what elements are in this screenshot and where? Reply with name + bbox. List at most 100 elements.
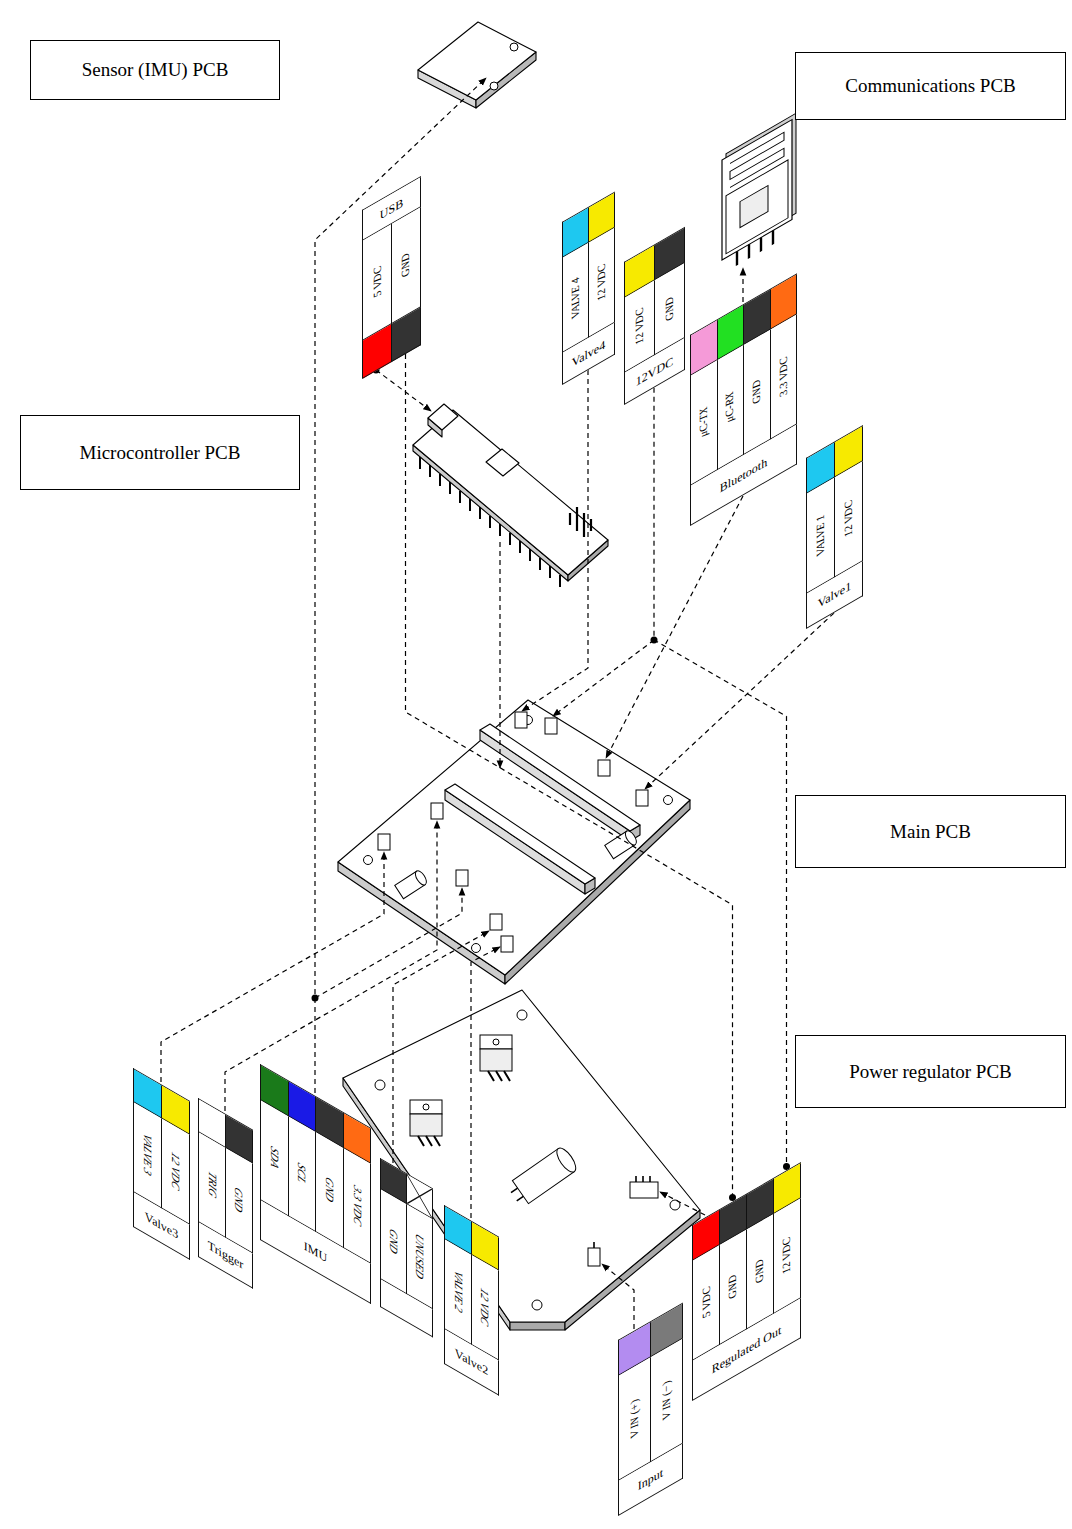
power-regulator-pcb [423,1104,429,1110]
pin-name: GND [324,1175,335,1205]
pin-name: GND [727,1272,738,1302]
main-pcb [472,944,481,953]
pin-name: 12 VDC [782,1235,793,1277]
main-pcb [623,829,638,847]
power-regulator-pcb [532,1300,542,1310]
main-pcb [395,869,429,899]
connector-name: Valve1 [818,579,851,610]
power-regulator-pcb [488,1071,510,1081]
connector-pin-table: V IN (+) V IN (−) Input [618,1302,683,1516]
pin-name: VALVE 2 [453,1268,464,1314]
power-regulator-pcb [343,990,700,1330]
part-label-box: Main PCB [795,795,1066,868]
pin-name: 12 VDC [843,498,854,540]
pin-cell: GND [744,330,771,455]
wire-leader [225,821,437,1111]
connector-pin-table: VALVE 3 12 VDC Valve3 [133,1068,190,1260]
pin-name: GND [388,1226,399,1256]
power-regulator-pcb [410,1100,442,1114]
bluetooth-module [737,231,773,266]
pin-name: V IN (+) [629,1396,640,1440]
wire-leader [315,78,486,1093]
main-pcb [636,790,648,806]
wire-leader [376,370,431,411]
connector-name: USB [380,196,403,221]
connector-pin-table: VALVE 2 12 VDC Valve2 [444,1205,499,1396]
pin-cell: GND [747,1214,774,1330]
pin-cell: V IN (+) [619,1357,651,1480]
wire-leader [742,268,743,302]
wire-leader [471,947,500,1218]
main-pcb [480,724,640,831]
bluetooth-module [730,132,784,187]
pin-name: 12 VDC [480,1286,491,1328]
wire-leader [645,613,834,789]
microcontroller-pcb [486,449,519,476]
pin-name: GND [233,1185,244,1215]
microcontroller-pcb [420,457,560,587]
power-regulator-pcb [418,1136,440,1146]
pin-cell: VALVE 4 [563,242,589,352]
bluetooth-module [722,113,796,274]
main-pcb [445,784,595,884]
wire-leader [315,888,462,998]
main-pcb [490,914,502,930]
pin-name: 5 VDC [372,264,383,301]
connector-name: Valve2 [455,1346,488,1377]
pin-cell: 3.3 VDC [344,1148,372,1264]
connector-name: Valve3 [145,1210,178,1241]
pin-cell: μC-RX [718,345,745,470]
pin-cell: VALVE 2 [445,1240,472,1346]
pin-cell: 12 VDC [835,461,863,577]
pin-name: μC-RX [725,389,736,425]
main-pcb [501,936,513,952]
pin-name: UNUSED [414,1231,425,1281]
connector-pin-table: 12 VDCGND12VDC [624,227,685,405]
pin-cell: GND [392,207,421,324]
connector-name: Input [638,1466,663,1493]
power-regulator-pcb [480,1035,512,1049]
wire-leader [393,931,489,1163]
pin-cell: 12 VDC [589,227,615,337]
part-label-box: Power regulator PCB [795,1035,1066,1108]
wire-leader [161,852,384,1082]
part-label: Sensor (IMU) PCB [82,59,229,81]
part-label: Communications PCB [845,75,1016,97]
pin-name: GND [754,1256,765,1286]
connector-pin-table: VALVE 1 12 VDC Valve1 [806,425,863,629]
microcontroller-pcb [413,404,608,587]
pin-name: VALVE 3 [142,1132,153,1178]
power-regulator-pcb [594,1176,650,1248]
connector-pin-table: TRIGGNDTrigger [198,1098,253,1289]
power-regulator-pcb [480,1049,512,1071]
wire-leader [660,1192,705,1215]
connector-pin-table: μC-TXμC-RXGND3.3 VDCBluetooth [690,273,797,526]
pin-cell: GND [720,1229,747,1345]
power-regulator-pcb [410,1114,442,1136]
main-pcb [456,870,468,886]
pin-name: 5 VDC [701,1284,712,1321]
pin-name: SCL [296,1161,307,1186]
pin-cell: VALVE 1 [807,477,835,593]
pin-name: 3.3 VDC [778,354,789,399]
pin-name: 12 VDC [596,261,607,303]
main-pcb [364,856,373,865]
pin-name: 12 VDC [170,1150,181,1192]
pin-name: GND [400,250,411,280]
pin-name: μC-TX [698,405,709,441]
microcontroller-pcb [428,404,458,430]
sensor-pcb [510,43,518,51]
main-pcb [598,760,610,776]
wire-leader [602,1264,634,1329]
pin-cell: SCL [289,1116,317,1232]
pin-cell: V IN (−) [651,1338,683,1461]
pin-name: 12 VDC [634,305,645,347]
pin-cell: 12 VDC [472,1255,499,1361]
pin-cell: GND [381,1190,407,1295]
pin-cell: GND [316,1132,344,1248]
main-pcb [664,796,673,805]
bluetooth-module [722,120,792,260]
